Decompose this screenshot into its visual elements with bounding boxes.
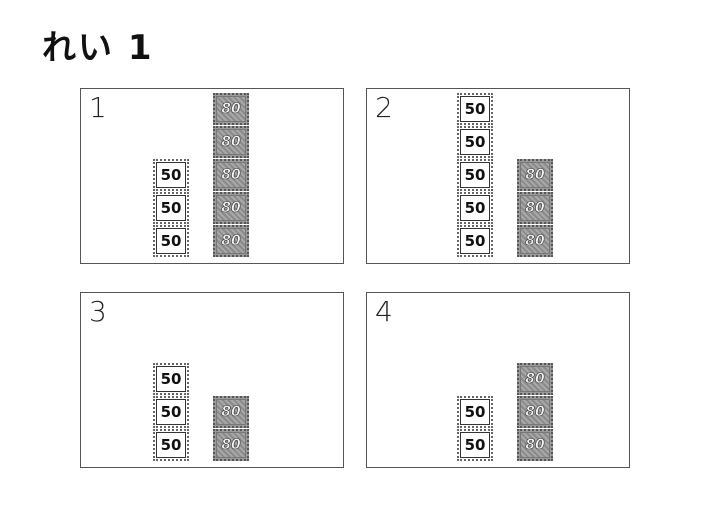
stamp-value: 80 [216, 96, 246, 122]
stamp-value: 50 [156, 162, 186, 188]
stamp-value: 50 [460, 399, 490, 425]
panel-number: 2 [375, 91, 393, 124]
stamp-value: 50 [460, 96, 490, 122]
stamp-80: 80 [213, 126, 249, 158]
stamp-50: 50 [457, 396, 493, 428]
stamp-value: 80 [520, 432, 550, 458]
stamp-50: 50 [457, 126, 493, 158]
page-title: れい 1 [42, 28, 154, 68]
stamp-50: 50 [153, 225, 189, 257]
stamp-80: 80 [213, 159, 249, 191]
stamp-value: 80 [520, 399, 550, 425]
stamp-50: 50 [153, 363, 189, 395]
stamp-50: 50 [457, 225, 493, 257]
panel-number: 1 [89, 91, 107, 124]
stamp-80: 80 [517, 429, 553, 461]
panel-4: 4 50 50 80 80 80 [366, 292, 630, 468]
stamp-80: 80 [517, 396, 553, 428]
stamp-80: 80 [213, 396, 249, 428]
panel-number: 4 [375, 295, 393, 328]
stamp-value: 80 [520, 228, 550, 254]
stamp-80: 80 [213, 429, 249, 461]
stamp-50: 50 [457, 429, 493, 461]
stamp-value: 50 [156, 399, 186, 425]
stamp-80: 80 [517, 192, 553, 224]
stamp-value: 80 [216, 432, 246, 458]
stamp-value: 80 [216, 162, 246, 188]
panel-number: 3 [89, 295, 107, 328]
stamp-value: 50 [156, 432, 186, 458]
stamp-value: 50 [156, 366, 186, 392]
stamp-value: 80 [520, 195, 550, 221]
stamp-80: 80 [517, 363, 553, 395]
stamp-50: 50 [457, 159, 493, 191]
stamp-value: 50 [460, 162, 490, 188]
stamp-value: 80 [216, 129, 246, 155]
panel-1: 1 50 50 50 80 80 80 80 80 [80, 88, 344, 264]
stamp-value: 50 [460, 129, 490, 155]
stamp-value: 50 [156, 195, 186, 221]
stamp-value: 50 [156, 228, 186, 254]
stamp-value: 80 [520, 366, 550, 392]
stamp-50: 50 [153, 159, 189, 191]
stamp-value: 80 [216, 228, 246, 254]
panel-3: 3 50 50 50 80 80 [80, 292, 344, 468]
stamp-value: 80 [216, 399, 246, 425]
stamp-80: 80 [213, 225, 249, 257]
stamp-value: 80 [216, 195, 246, 221]
stamp-value: 50 [460, 432, 490, 458]
stamp-50: 50 [457, 192, 493, 224]
stamp-50: 50 [153, 396, 189, 428]
panel-2: 2 50 50 50 50 50 80 80 80 [366, 88, 630, 264]
stamp-50: 50 [153, 429, 189, 461]
stamp-80: 80 [517, 225, 553, 257]
stamp-50: 50 [457, 93, 493, 125]
stamp-value: 50 [460, 195, 490, 221]
stamp-value: 80 [520, 162, 550, 188]
stamp-80: 80 [213, 192, 249, 224]
stamp-value: 50 [460, 228, 490, 254]
stamp-80: 80 [517, 159, 553, 191]
stamp-80: 80 [213, 93, 249, 125]
stamp-50: 50 [153, 192, 189, 224]
